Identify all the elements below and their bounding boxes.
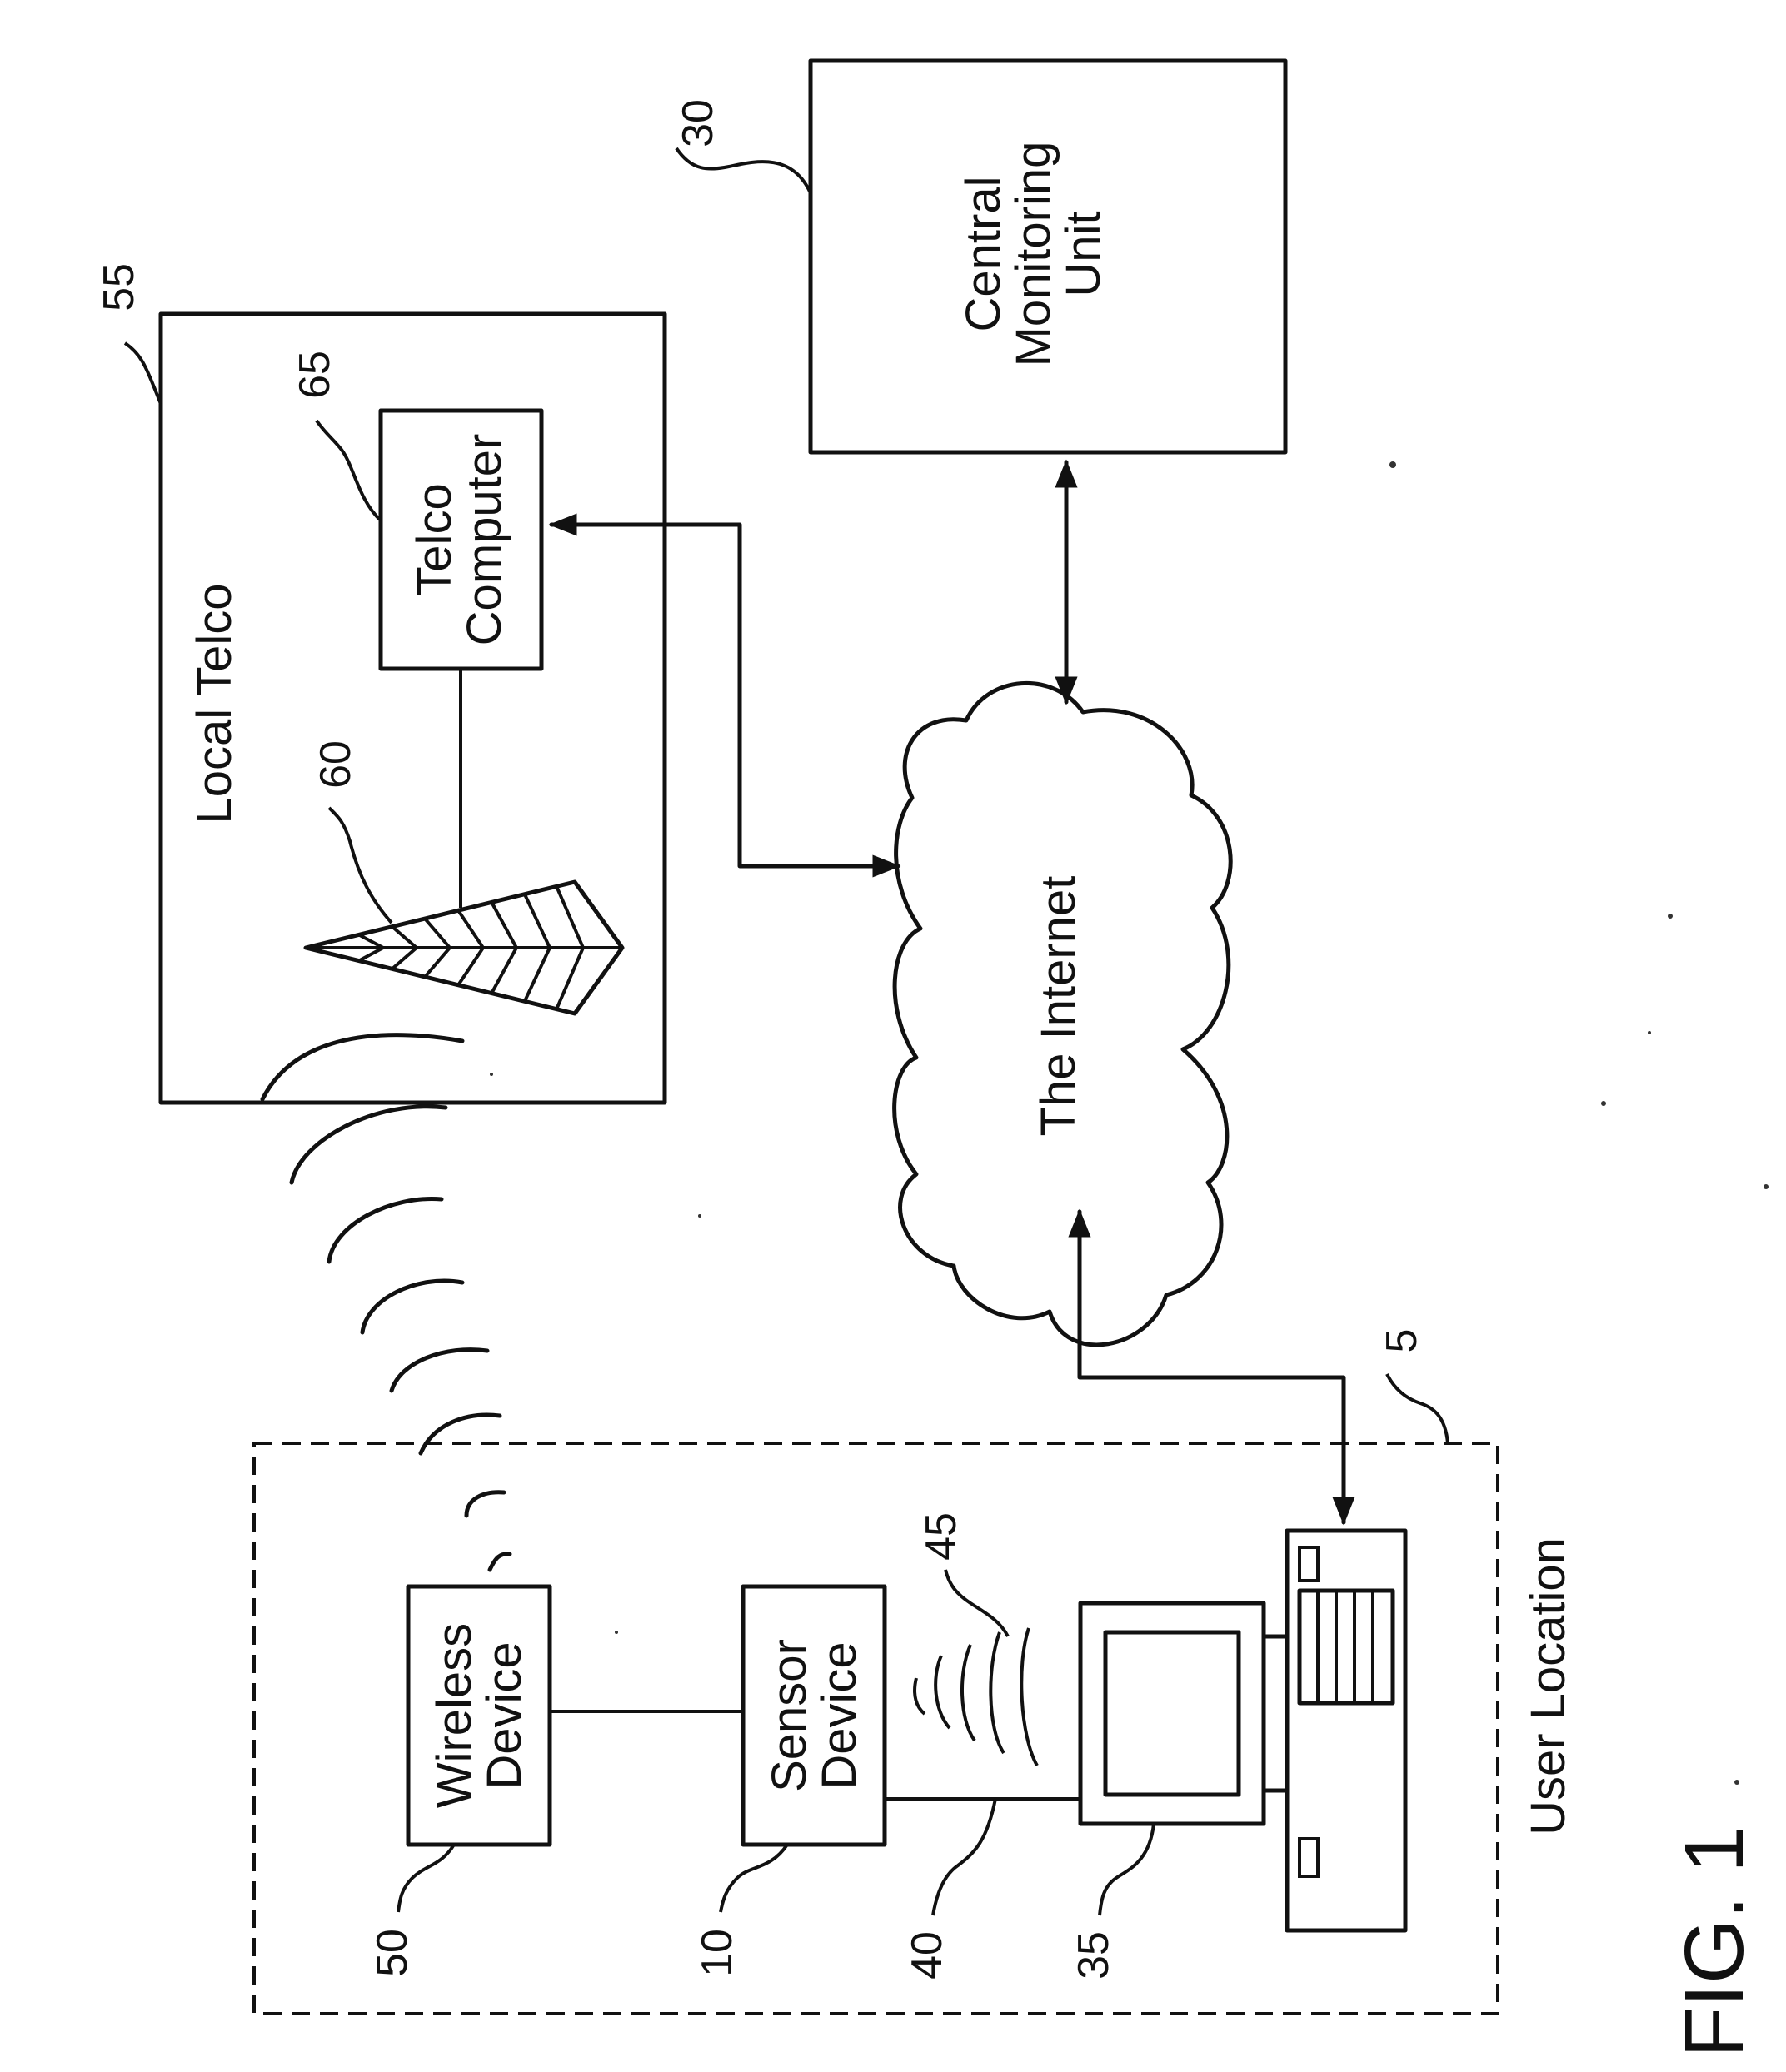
tower-ref: 60 xyxy=(312,740,360,789)
telco-computer-ref: 65 xyxy=(291,351,339,399)
sensor-device-leader xyxy=(721,1845,787,1912)
cable-leader xyxy=(933,1799,995,1915)
monitor-stand-icon xyxy=(1264,1636,1287,1791)
short-range-wireless-signal-icon xyxy=(915,1628,1037,1766)
user-location-label: User Location xyxy=(1521,1537,1575,1835)
monitor-icon xyxy=(1080,1603,1264,1824)
user-location-leader xyxy=(1387,1374,1448,1443)
internet-cloud: The Internet xyxy=(895,683,1231,1344)
scan-speck-dots xyxy=(490,461,1769,1785)
short-range-wireless-leader xyxy=(945,1570,1008,1636)
telco-computer-leader xyxy=(317,421,381,520)
local-telco-label: Local Telco xyxy=(187,583,242,824)
tower-leader xyxy=(329,808,392,923)
long-range-wireless-signal-icon xyxy=(262,1035,510,1570)
wireless-device-label-line2: Device xyxy=(477,1641,531,1789)
wireless-device-ref: 50 xyxy=(368,1929,417,1977)
user-location-ref: 5 xyxy=(1378,1329,1426,1353)
sensor-device-label-line1: Sensor xyxy=(762,1639,816,1792)
local-telco-ref: 55 xyxy=(95,263,143,311)
telco-computer-label-line2: Computer xyxy=(457,434,511,646)
wireless-device-leader xyxy=(398,1845,454,1912)
central-monitoring-unit-leader xyxy=(676,148,811,193)
monitor-screen-icon xyxy=(1105,1632,1239,1795)
personal-computer-ref: 35 xyxy=(1070,1931,1118,1980)
central-monitoring-unit-ref: 30 xyxy=(674,99,722,147)
internet-telco-computer-link xyxy=(551,525,898,866)
sensor-device-ref: 10 xyxy=(693,1929,741,1977)
user-location: User Location 5 Wireless Device 50 Senso… xyxy=(254,1329,1575,2014)
internet-label: The Internet xyxy=(1031,876,1085,1137)
sensor-device-label-line2: Device xyxy=(812,1641,866,1789)
cell-tower-icon xyxy=(306,882,622,1014)
personal-computer-leader xyxy=(1100,1824,1154,1915)
local-telco-leader xyxy=(125,343,161,404)
case-slot-top-icon xyxy=(1300,1547,1318,1581)
telco-computer-label-line1: Telco xyxy=(407,483,461,595)
case-slot-bottom-icon xyxy=(1300,1839,1318,1876)
drive-bay-icon xyxy=(1300,1591,1393,1703)
short-range-wireless-ref: 45 xyxy=(917,1512,965,1561)
wireless-device-label-line1: Wireless xyxy=(427,1623,481,1808)
central-monitoring-unit: Central Monitoring Unit 30 xyxy=(674,61,1285,452)
local-telco: Local Telco 55 Telco Computer 65 60 xyxy=(95,263,665,1103)
central-monitoring-unit-label-line2: Monitoring xyxy=(1006,142,1060,367)
drive-bay-slots-icon xyxy=(1318,1591,1373,1703)
central-monitoring-unit-label-line1: Central xyxy=(956,177,1010,332)
central-monitoring-unit-label-line3: Unit xyxy=(1056,211,1110,296)
cable-ref: 40 xyxy=(903,1931,951,1980)
figure-label: FIG. 1 xyxy=(1668,1826,1761,2058)
